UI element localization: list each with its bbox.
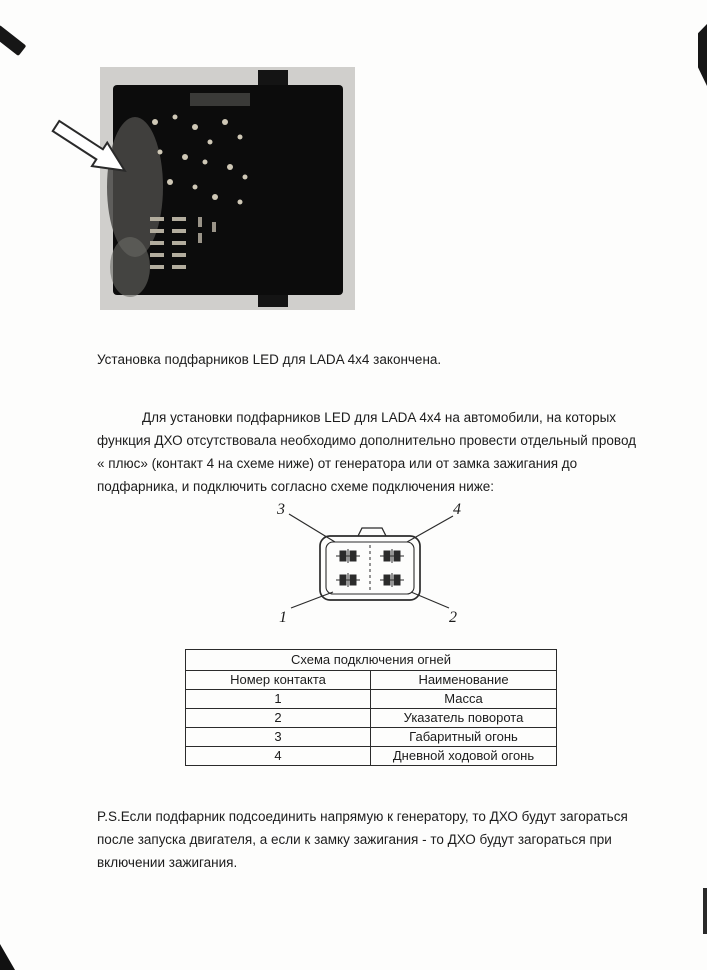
scan-artifact	[0, 24, 27, 57]
pin-label-3: 3	[276, 501, 285, 518]
arrow-pointer-icon	[51, 119, 127, 172]
table-header-contact: Номер контакта	[186, 671, 371, 689]
table-header-name: Наименование	[418, 672, 509, 687]
scan-artifact	[698, 24, 707, 86]
instruction-paragraph: Для установки подфарников LED для LADA 4…	[97, 410, 637, 494]
pin-label-4: 4	[453, 501, 461, 518]
pin-label-2: 2	[449, 609, 457, 626]
photo-connector-image	[100, 67, 355, 310]
table-row: 3 Габаритный огонь	[186, 728, 556, 747]
table-header-row: Номер контакта Наименование	[186, 671, 556, 690]
cell-contact-number: 1	[186, 690, 371, 708]
scan-artifact	[0, 944, 15, 970]
scan-artifact	[703, 888, 707, 934]
photo-connector	[100, 67, 355, 310]
pin-label-1: 1	[279, 609, 287, 626]
cell-contact-number: 4	[186, 747, 371, 765]
table-row: 2 Указатель поворота	[186, 709, 556, 728]
cell-contact-name: Габаритный огонь	[409, 729, 518, 744]
table-row: 1 Масса	[186, 690, 556, 709]
table-row: 4 Дневной ходовой огонь	[186, 747, 556, 765]
caption-installation-finished: Установка подфарников LED для LADA 4x4 з…	[97, 352, 442, 367]
connector-pins	[336, 549, 404, 587]
table-title: Схема подключения огней	[186, 650, 556, 671]
cell-contact-name: Дневной ходовой огонь	[392, 748, 535, 763]
connector-pinout-diagram: 3 4 1 2	[276, 501, 461, 626]
connector-body	[319, 527, 421, 601]
cell-contact-number: 2	[186, 709, 371, 727]
cell-contact-name: Указатель поворота	[403, 710, 524, 725]
ps-note: P.S.Если подфарник подсоединить напрямую…	[97, 809, 628, 870]
cell-contact-name: Масса	[444, 691, 483, 706]
cell-contact-number: 3	[186, 728, 371, 746]
connection-table: Схема подключения огней Номер контакта Н…	[185, 649, 557, 766]
